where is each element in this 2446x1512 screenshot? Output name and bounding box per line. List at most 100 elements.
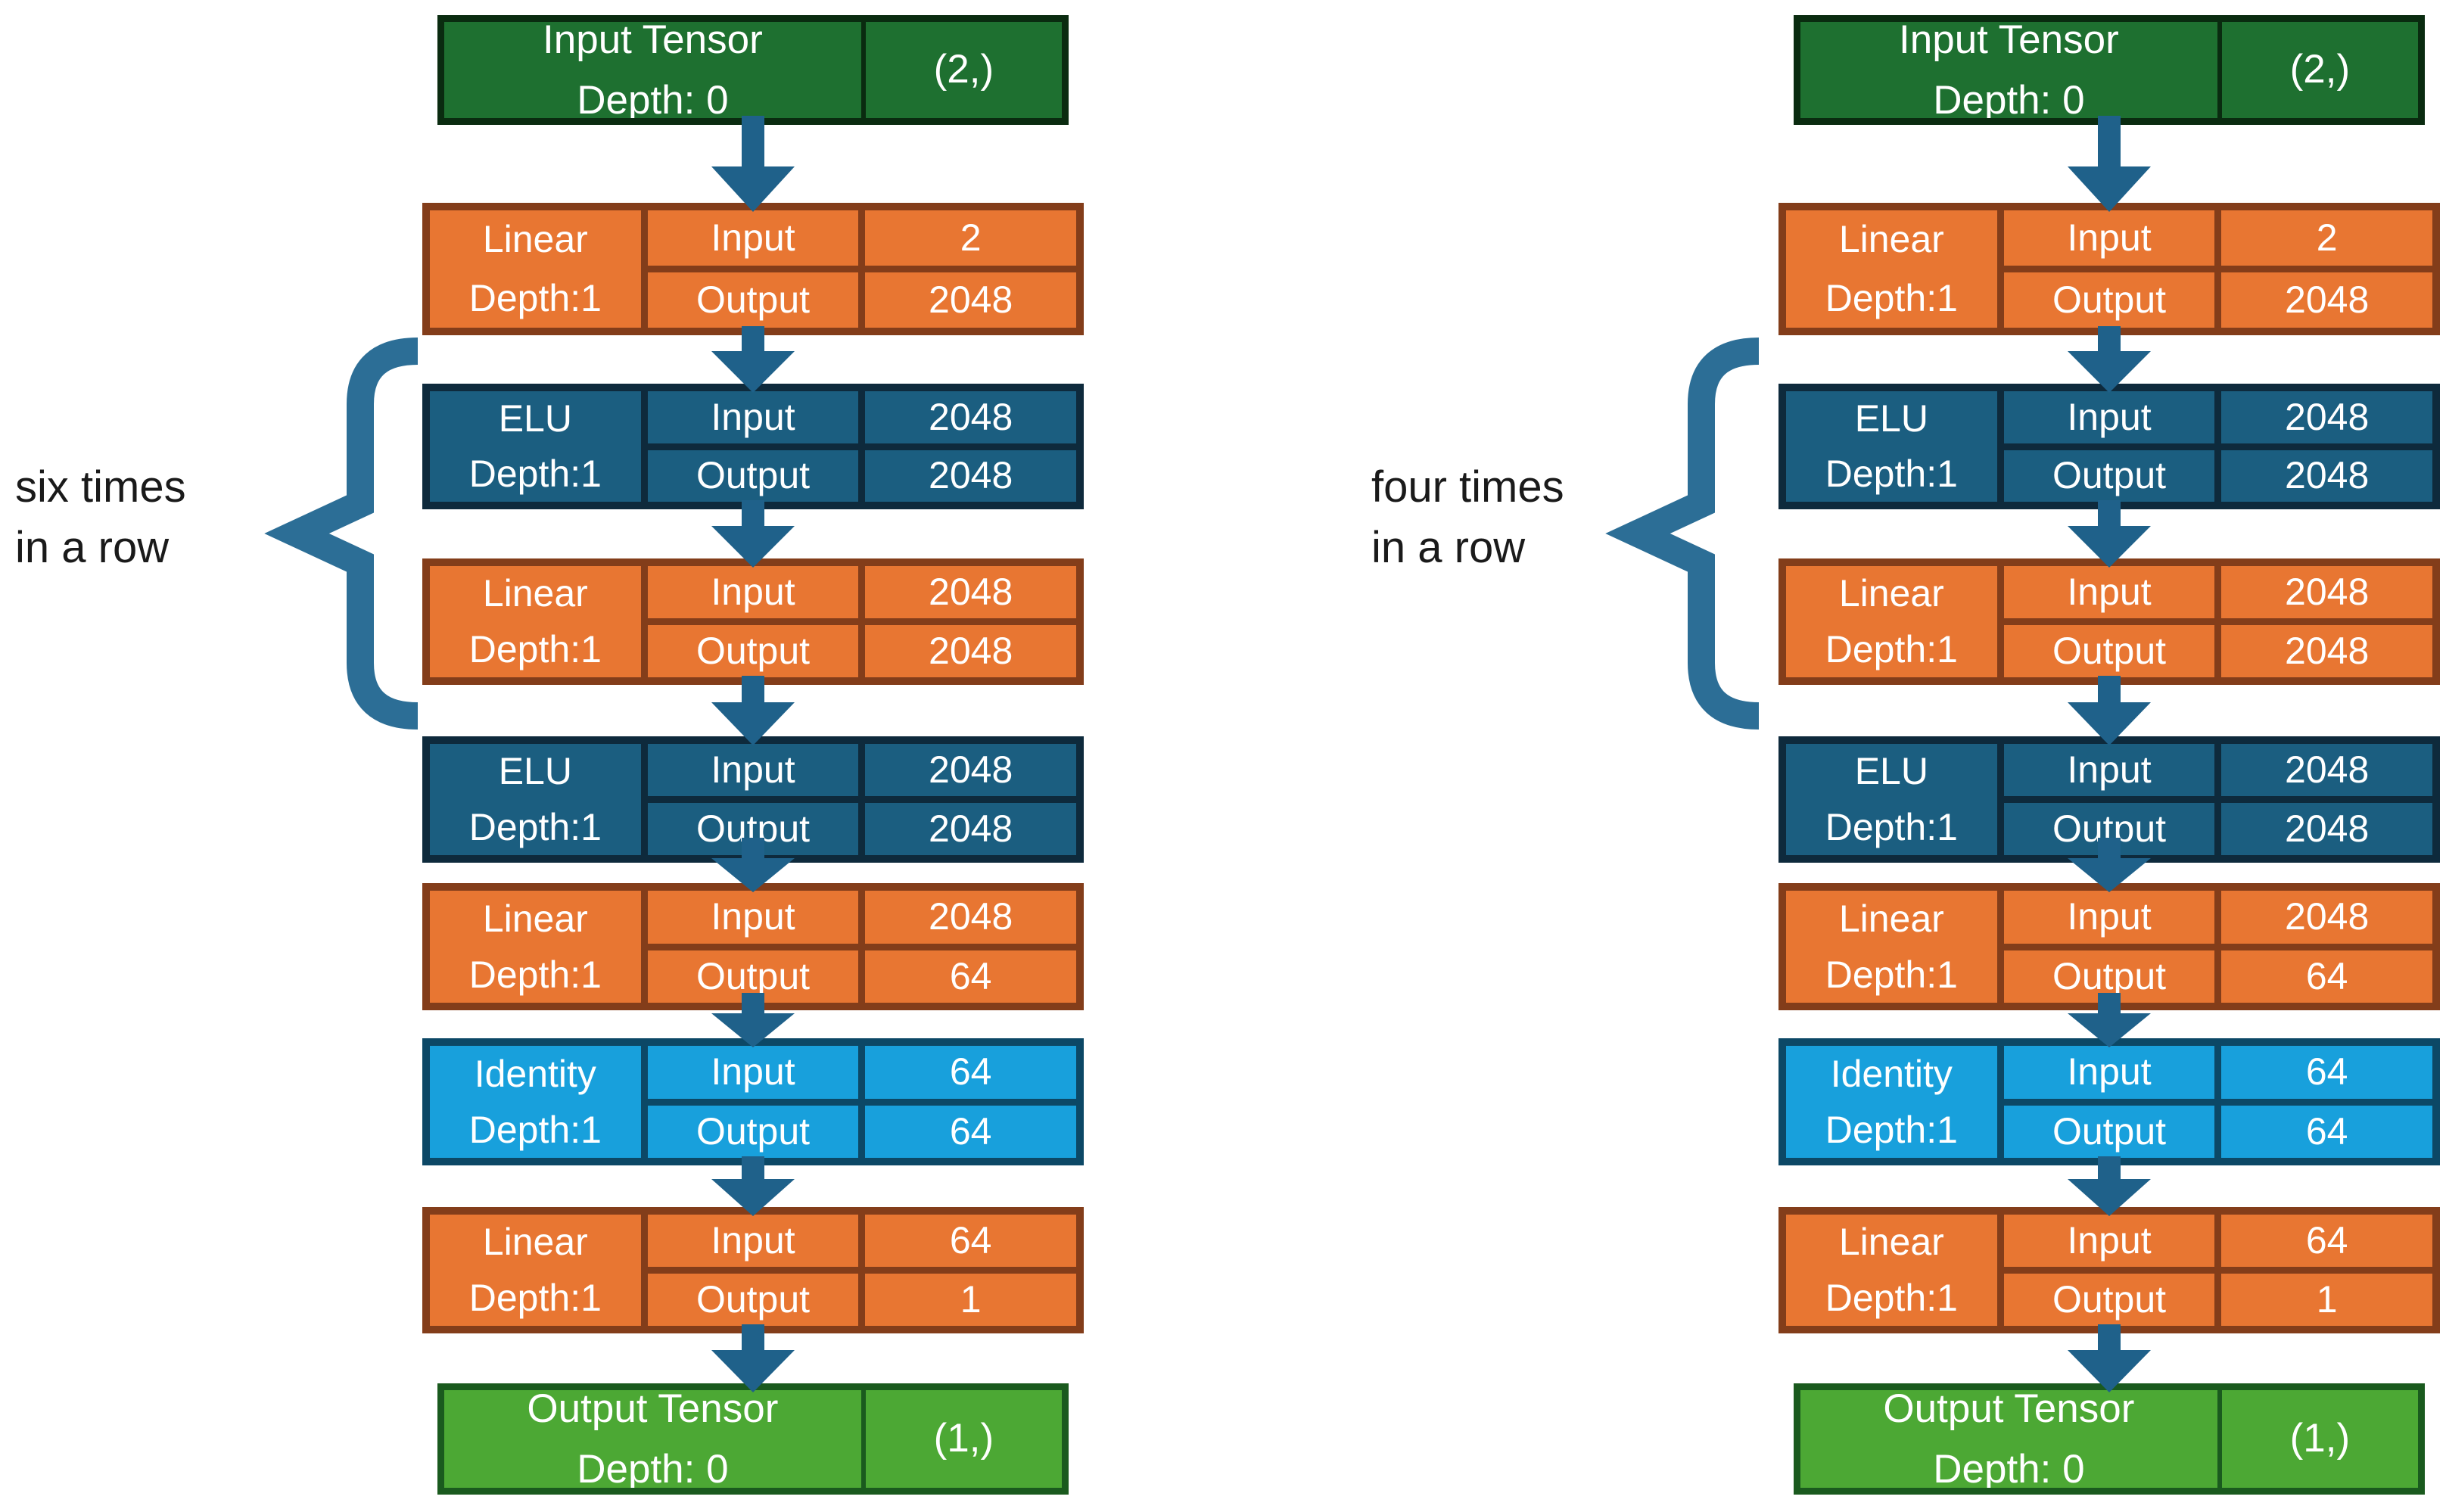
layer-depth-label: Depth:1	[1825, 276, 1958, 319]
layer-depth-label: Depth:1	[1825, 453, 1958, 495]
flow-arrow-down-icon	[711, 1324, 795, 1392]
layer-name: Linear	[1838, 897, 1944, 940]
output-size-cell: 1	[2221, 1274, 2432, 1326]
repeat-brace-left-icon	[264, 338, 419, 730]
output-label-cell: Output	[647, 450, 859, 502]
output-label-cell: Output	[647, 272, 859, 328]
flow-arrow-down-icon	[711, 326, 795, 393]
input-size-cell: 2048	[865, 566, 1076, 618]
input-label-cell: Input	[647, 391, 859, 443]
output-label-cell: Output	[647, 625, 859, 677]
repeat-note-left: six times in a row	[15, 457, 186, 578]
layer-depth-label: Depth:1	[1825, 627, 1958, 670]
input-label-cell: Input	[2003, 1215, 2215, 1267]
tensor-depth-label: Depth: 0	[1933, 1446, 2085, 1489]
tensor-title: Input Tensor	[1899, 22, 2119, 62]
layer-name: ELU	[498, 750, 572, 793]
output-size-cell: 64	[2221, 950, 2432, 1003]
input-size-cell: 2048	[865, 391, 1076, 443]
layer-depth-label: Depth:1	[468, 1276, 602, 1319]
flow-arrow-down-icon	[2068, 116, 2151, 212]
output-label-cell: Output	[2003, 803, 2215, 855]
flow-arrow-down-icon	[2068, 500, 2151, 568]
layer-depth-label: Depth:1	[1825, 1108, 1958, 1151]
layer-depth-label: Depth:1	[468, 805, 602, 848]
repeat-note-right: four times in a row	[1371, 457, 1564, 578]
input-size-cell: 2048	[865, 744, 1076, 796]
output-size-cell: 2048	[2221, 625, 2432, 677]
input-label-cell: Input	[647, 744, 859, 796]
input-size-cell: 2048	[865, 891, 1076, 944]
layer-name-cell: ELU Depth:1	[430, 744, 641, 855]
layer-depth-label: Depth:1	[468, 627, 602, 670]
input-label-cell: Input	[2003, 891, 2215, 944]
input-label-cell: Input	[2003, 210, 2215, 266]
output-size-cell: 2048	[2221, 272, 2432, 328]
output-label-cell: Output	[2003, 625, 2215, 677]
layer-name: Linear	[1838, 218, 1944, 261]
input-size-cell: 2048	[2221, 391, 2432, 443]
layer-name: ELU	[1854, 750, 1928, 793]
layer-depth-label: Depth:1	[1825, 805, 1958, 848]
input-size-cell: 2048	[2221, 744, 2432, 796]
tensor-depth-label: Depth: 0	[577, 77, 729, 119]
output-size-cell: 64	[865, 1105, 1076, 1158]
output-label-cell: Output	[2003, 272, 2215, 328]
layer-name: Linear	[482, 218, 588, 261]
input-size-cell: 2	[2221, 210, 2432, 266]
layer-depth-label: Depth:1	[468, 1108, 602, 1151]
flow-arrow-down-icon	[2068, 676, 2151, 745]
flow-arrow-down-icon	[711, 116, 795, 212]
repeat-note-left-line2: in a row	[15, 523, 170, 572]
flow-arrow-down-icon	[2068, 993, 2151, 1047]
output-size-cell: 2048	[865, 272, 1076, 328]
input-size-cell: 2048	[2221, 566, 2432, 618]
input-size-cell: 64	[2221, 1215, 2432, 1267]
flow-arrow-down-icon	[711, 1156, 795, 1216]
tensor-title: Input Tensor	[543, 22, 763, 62]
layer-depth-label: Depth:1	[1825, 953, 1958, 996]
tensor-shape-cell: (1,)	[2221, 1390, 2418, 1488]
flow-arrow-down-icon	[2068, 1324, 2151, 1392]
input-label-cell: Input	[2003, 391, 2215, 443]
repeat-brace-right-icon	[1605, 338, 1760, 730]
output-size-cell: 64	[2221, 1105, 2432, 1158]
input-label-cell: Input	[2003, 566, 2215, 618]
repeat-note-right-line2: in a row	[1371, 523, 1526, 572]
input-label-cell: Input	[647, 566, 859, 618]
tensor-depth-label: Depth: 0	[1933, 77, 2085, 119]
layer-name: Linear	[482, 1221, 588, 1264]
layer-name: Linear	[482, 897, 588, 940]
layer-name: Linear	[1838, 572, 1944, 615]
flow-arrow-down-icon	[711, 993, 795, 1047]
layer-name: Linear	[1838, 1221, 1944, 1264]
